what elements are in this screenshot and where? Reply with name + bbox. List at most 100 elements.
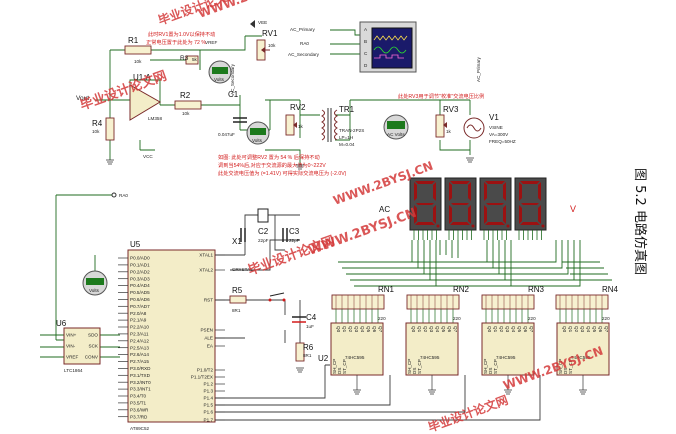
mcu-pin-label: ALE xyxy=(204,336,213,341)
mcu-pin-label: XTAL2 xyxy=(199,268,213,273)
sr-chip: 74HC595 xyxy=(571,355,591,360)
r2: R2 10k xyxy=(174,91,202,116)
svg-text:VCC: VCC xyxy=(143,154,153,159)
mcu-pin-label: P0.5/AD5 xyxy=(130,290,150,295)
mcu-pin-label: P1.7 xyxy=(204,418,214,423)
mcu-pin-label: P0.1/AD1 xyxy=(130,263,150,268)
svg-text:AT89C52: AT89C52 xyxy=(130,426,150,431)
svg-text:此时RV1置为1.0V以保持不动: 此时RV1置为1.0V以保持不动 xyxy=(148,30,215,38)
mcu-pin-label: P2.1/A9 xyxy=(130,318,147,323)
sr-pin-label: Q2 xyxy=(423,326,428,333)
svg-text:10k: 10k xyxy=(92,129,100,134)
sr-pin-label: Q4 xyxy=(586,326,591,333)
unit-v: V xyxy=(570,204,576,214)
mcu-pin-label: P3.2/INT0 xyxy=(130,380,151,385)
svg-text:毕业设计论文网: 毕业设计论文网 xyxy=(78,68,169,114)
sr-pin-label: Q6 xyxy=(372,326,377,333)
oscilloscope: A B C D AC_Primary RA0 AC_Secondary xyxy=(288,21,417,73)
seven-segment-digit xyxy=(514,177,547,240)
svg-text:C4: C4 xyxy=(306,313,317,322)
sr-pin-label: Q7 xyxy=(378,326,383,333)
mcu-pin-label: P1.0/T2 xyxy=(197,368,214,373)
mcu-pin-label: P1.1/T2EX xyxy=(191,375,213,380)
sr-pin-label: Q0 xyxy=(336,326,341,333)
svg-text:VSINE: VSINE xyxy=(489,125,503,130)
sr-pin-label: Q1 xyxy=(417,326,422,333)
rn-label: RN1 xyxy=(378,285,395,294)
sr-pin-label: Q3 xyxy=(354,326,359,333)
mcu-pin-label: P0.3/AD3 xyxy=(130,276,150,281)
sr-pin-label: Q6 xyxy=(447,326,452,333)
svg-text:Volts: Volts xyxy=(214,77,225,82)
rn-value: 220 xyxy=(378,316,386,321)
svg-text:AC Volts: AC Volts xyxy=(387,132,405,137)
op-amp-u1a: U1:A LM358 VCC Vout xyxy=(76,73,162,159)
svg-text:VEE: VEE xyxy=(258,20,267,25)
resistor-network: RN1 220 xyxy=(331,285,395,323)
adc-pin-label: SCK xyxy=(89,344,99,349)
rv3: RV3 1k xyxy=(435,105,459,138)
mcu-pin-label: PSEN xyxy=(200,328,213,333)
svg-text:C3: C3 xyxy=(289,227,300,236)
svg-text:C2: C2 xyxy=(258,227,269,236)
u2-label: U2 xyxy=(318,354,329,363)
sr-pin-label: Q3 xyxy=(505,326,510,333)
svg-text:CRYSTAL: CRYSTAL xyxy=(232,267,253,272)
sr-pin-label: Q6 xyxy=(523,326,528,333)
sr-pin-label: Q6 xyxy=(598,326,603,333)
svg-text:RV3: RV3 xyxy=(443,105,459,114)
sr-pin-label: Q0 xyxy=(411,326,416,333)
annotations: 此时RV1置为1.0V以保持不动 正常电压置于此处为 72 % 此处RV3用于调… xyxy=(146,30,484,177)
mcu-pin-label: P3.1/TXD xyxy=(130,373,151,378)
svg-text:LP=1H: LP=1H xyxy=(339,135,353,140)
svg-text:正常电压置于此处为 72 %: 正常电压置于此处为 72 % xyxy=(146,38,206,46)
svg-text:C1: C1 xyxy=(228,90,239,99)
svg-text:R1: R1 xyxy=(128,36,139,45)
capacitor-c4: C4 1uF xyxy=(292,313,317,329)
svg-text:U5: U5 xyxy=(130,240,141,249)
sr-pin-label: Q3 xyxy=(429,326,434,333)
svg-text:此处交流电压值为 (=1.41V) 可得实际交流电压为 (-: 此处交流电压值为 (=1.41V) 可得实际交流电压为 (-2.0V) xyxy=(218,169,347,177)
analog-wires xyxy=(40,29,471,358)
sr-pin-label: DS xyxy=(412,368,417,374)
sr-pin-label: Q2 xyxy=(348,326,353,333)
svg-text:毕业设计论文网: 毕业设计论文网 xyxy=(426,392,510,434)
voltmeter-mid: Volts xyxy=(246,121,270,145)
svg-text:1k: 1k xyxy=(446,129,452,134)
mcu-pin-label: P3.7/RD xyxy=(130,414,148,419)
sr-pin-label: Q4 xyxy=(435,326,440,333)
voltmeter-ac: AC Volts xyxy=(383,114,409,140)
sr-pin-label: DS xyxy=(337,368,342,374)
svg-text:LTC1864: LTC1864 xyxy=(64,368,83,373)
svg-text:22pF: 22pF xyxy=(258,238,269,243)
svg-text:WWW.2BYSJ.CN: WWW.2BYSJ.CN xyxy=(196,0,300,21)
mcu-pin-label: P3.4/T0 xyxy=(130,394,147,399)
rn-value: 220 xyxy=(528,316,536,321)
adc-pin-label: SDO xyxy=(88,333,98,338)
r3: R3 5k xyxy=(180,55,199,65)
svg-text:10k: 10k xyxy=(182,111,190,116)
rv2: RV2 1k xyxy=(285,103,306,136)
sr-pin-label: SH_CP xyxy=(483,359,488,374)
adc-pin-label: VREF xyxy=(66,355,78,360)
svg-text:D: D xyxy=(364,63,368,68)
sr-pin-label: Q0 xyxy=(487,326,492,333)
rv1: RV1 10k xyxy=(256,29,278,61)
mcu-pin-label: P0.7/AD7 xyxy=(130,304,150,309)
sr-pin-label: DS xyxy=(563,368,568,374)
mcu-pin-label: P1.6 xyxy=(204,410,214,415)
svg-text:1uF: 1uF xyxy=(306,324,314,329)
rn-value: 220 xyxy=(602,316,610,321)
ra0-node: RA0 xyxy=(111,192,128,198)
svg-text:R6: R6 xyxy=(303,343,314,352)
svg-text:10k: 10k xyxy=(268,43,276,48)
